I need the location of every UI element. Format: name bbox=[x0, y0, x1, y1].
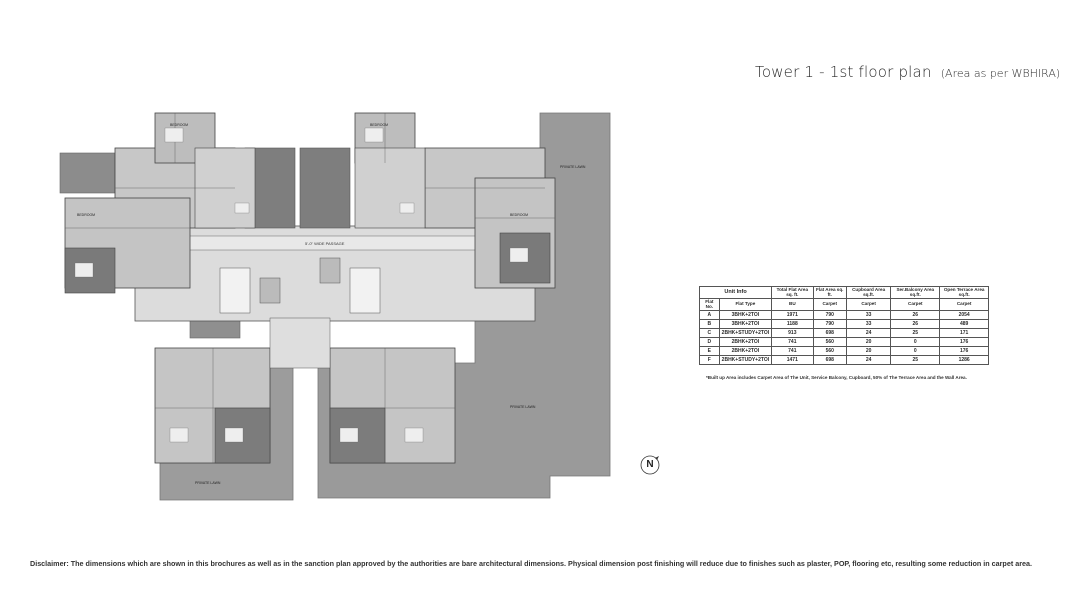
carpet-header: Carpet bbox=[939, 298, 989, 312]
flat-no: D bbox=[699, 337, 720, 348]
open-terrace-area-header: Open Terrace Area sq.ft. bbox=[939, 285, 989, 300]
terrace-value: 176 bbox=[939, 337, 989, 348]
balcony-value: 26 bbox=[890, 319, 941, 330]
bu-value: 1971 bbox=[771, 310, 814, 321]
table-row: C 2BHK+STUDY+2TOI 913 698 24 25 171 bbox=[699, 328, 989, 339]
carpet-value: 560 bbox=[812, 337, 847, 348]
plan-label-bedroom: BEDROOM bbox=[170, 123, 188, 127]
stair-right bbox=[349, 267, 381, 314]
disclaimer: Disclaimer: The dimensions which are sho… bbox=[30, 559, 1060, 568]
bu-header: BU bbox=[771, 298, 814, 312]
table-footnote: *Built up Area includes Carpet Area of T… bbox=[706, 375, 967, 380]
carpet-header: Carpet bbox=[845, 298, 892, 312]
carpet-value: 560 bbox=[812, 346, 847, 357]
floor-plan-drawing: 5'-0" WIDE PASSAGE bbox=[59, 112, 611, 501]
cupboard-value: 24 bbox=[845, 355, 892, 366]
plan-label-lawn-2: PRIVATE LAWN bbox=[510, 405, 536, 409]
table-row: F 2BHK+STUDY+2TOI 1471 698 24 25 1286 bbox=[699, 355, 989, 366]
flat-type: 3BHK+2TOI bbox=[718, 319, 773, 330]
cupboard-value: 24 bbox=[845, 328, 892, 339]
disclaimer-label: Disclaimer: bbox=[30, 559, 69, 568]
bu-value: 741 bbox=[771, 337, 814, 348]
carpet-header: Carpet bbox=[812, 298, 847, 312]
private-lawn-left bbox=[59, 152, 116, 194]
cupboard-value: 33 bbox=[845, 310, 892, 321]
carpet-value: 790 bbox=[812, 319, 847, 330]
floor-plan-subtitle: (Area as per WBHIRA) bbox=[940, 67, 1061, 80]
north-compass-icon: N bbox=[640, 455, 660, 475]
balcony-value: 0 bbox=[890, 346, 941, 357]
plan-label-lawn: PRIVATE LAWN bbox=[560, 165, 586, 169]
bu-value: 1188 bbox=[771, 319, 814, 330]
carpet-header: Carpet bbox=[890, 298, 941, 312]
lift-2 bbox=[319, 257, 341, 284]
terrace-value: 176 bbox=[939, 346, 989, 357]
page-title: Tower 1 - 1st floor plan (Area as per WB… bbox=[755, 62, 1060, 81]
balcony-value: 0 bbox=[890, 337, 941, 348]
flat-no: A bbox=[699, 310, 720, 321]
terrace-value: 489 bbox=[939, 319, 989, 330]
flat-upper-center-right bbox=[354, 147, 426, 229]
table-row: D 2BHK+2TOI 741 560 20 0 176 bbox=[699, 337, 989, 348]
cupboard-value: 20 bbox=[845, 337, 892, 348]
terrace-value: 171 bbox=[939, 328, 989, 339]
corridor-label: 5'-0" WIDE PASSAGE bbox=[305, 241, 345, 246]
total-flat-area-header: Total Flat Area sq. ft. bbox=[771, 285, 814, 300]
carpet-value: 790 bbox=[812, 310, 847, 321]
flat-type: 2BHK+2TOI bbox=[718, 337, 773, 348]
bu-value: 741 bbox=[771, 346, 814, 357]
flat-lower-right-bedroom bbox=[329, 407, 386, 464]
floor-plan-title: Tower 1 - 1st floor plan bbox=[755, 63, 932, 81]
unit-info-header: Unit Info bbox=[698, 285, 773, 300]
flat-no: C bbox=[699, 328, 720, 339]
balcony-value: 25 bbox=[890, 355, 941, 366]
terrace-value: 1286 bbox=[939, 355, 989, 366]
balcony-value: 26 bbox=[890, 310, 941, 321]
flat-type: 3BHK+2TOI bbox=[718, 310, 773, 321]
flat-no: B bbox=[699, 319, 720, 330]
table-header-row: Unit Info Total Flat Area sq. ft. Flat A… bbox=[698, 285, 989, 300]
flat-area-header: Flat Area sq. ft. bbox=[812, 285, 847, 300]
cupboard-value: 33 bbox=[845, 319, 892, 330]
cupboard-value: 20 bbox=[845, 346, 892, 357]
flat-type: 2BHK+2TOI bbox=[718, 346, 773, 357]
lawn-upper-mid-right bbox=[299, 147, 351, 229]
carpet-value: 698 bbox=[812, 328, 847, 339]
ser-balcony-area-header: Ser.Balcony Area sq.ft. bbox=[890, 285, 941, 300]
lift-1 bbox=[259, 277, 281, 304]
balcony-value: 25 bbox=[890, 328, 941, 339]
table-subheader-row: Flat No. Flat Type BU Carpet Carpet Carp… bbox=[699, 298, 989, 312]
terrace-value: 2054 bbox=[939, 310, 989, 321]
plan-label-lawn-3: PRIVATE LAWN bbox=[195, 481, 221, 485]
flat-no: F bbox=[699, 355, 720, 366]
plan-label-bedroom-4: BEDROOM bbox=[510, 213, 528, 217]
flat-type: 2BHK+STUDY+2TOI bbox=[718, 328, 773, 339]
cupboard-area-header: Cupboard Area sq.ft. bbox=[845, 285, 892, 300]
bu-value: 1471 bbox=[771, 355, 814, 366]
lower-core bbox=[269, 317, 331, 369]
bu-value: 913 bbox=[771, 328, 814, 339]
table-row: A 3BHK+2TOI 1971 790 33 26 2054 bbox=[699, 310, 989, 321]
table-row: E 2BHK+2TOI 741 560 20 0 176 bbox=[699, 346, 989, 357]
compass-letter: N bbox=[646, 459, 654, 470]
disclaimer-text: The dimensions which are shown in this b… bbox=[68, 559, 1032, 568]
flat-no-header: Flat No. bbox=[699, 298, 720, 312]
carpet-value: 698 bbox=[812, 355, 847, 366]
unit-area-table: Unit Info Total Flat Area sq. ft. Flat A… bbox=[698, 285, 989, 366]
plan-label-bedroom-2: BEDROOM bbox=[370, 123, 388, 127]
flat-type-header: Flat Type bbox=[718, 298, 773, 312]
table-row: B 3BHK+2TOI 1188 790 33 26 489 bbox=[699, 319, 989, 330]
plan-label-bedroom-3: BEDROOM bbox=[77, 213, 95, 217]
flat-no: E bbox=[699, 346, 720, 357]
stair-left bbox=[219, 267, 251, 314]
flat-type: 2BHK+STUDY+2TOI bbox=[718, 355, 773, 366]
